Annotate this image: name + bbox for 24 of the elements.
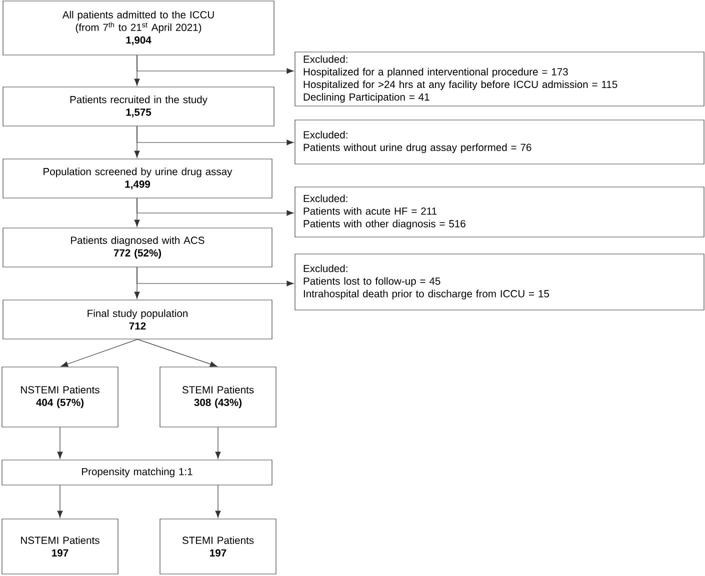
process-box: Propensity matching 1:1 [2,460,272,486]
process-box: Patients diagnosed with ACS 772 (52%) [2,228,272,268]
process-box: STEMI Patients 308 (43%) [160,366,276,428]
process-box: Population screened by urine drug assay 1,499 [2,158,272,198]
exclusion-box: Excluded: Hospitalized for a planned interventional procedure = 173 Hospitalized for >24 hrs at any facility before ICCU admission = 115 Declining Participation = 41 [294,52,704,106]
process-box: NSTEMI Patients 404 (57%) [2,366,118,428]
arrow [136,55,294,74]
process-box: NSTEMI Patients 197 [2,518,118,574]
arrow [137,339,218,367]
arrow [136,267,294,286]
process-box: STEMI Patients 197 [160,518,276,574]
exclusion-box: Excluded: Patients with acute HF = 211 Patients with other diagnosis = 516 [294,186,704,238]
arrow [136,126,294,146]
arrow [215,485,221,518]
arrow [136,198,294,216]
exclusion-box: Excluded: Patients without urine drug assay performed = 76 [294,120,704,164]
arrow [60,339,138,367]
process-box: Final study population 712 [2,300,272,340]
arrow [215,427,221,459]
arrow [57,427,63,459]
exclusion-box: Excluded: Patients lost to follow-up = 45 Intrahospital death prior to discharge from ICCU = 15 [294,254,704,310]
arrow [57,485,63,518]
process-box: All patients admitted to the ICCU (from 7$^{th}$ to 21$^{st}$ April 2021) 1,904 [2,0,274,56]
process-box: Patients recruited in the study 1,575 [2,86,274,126]
